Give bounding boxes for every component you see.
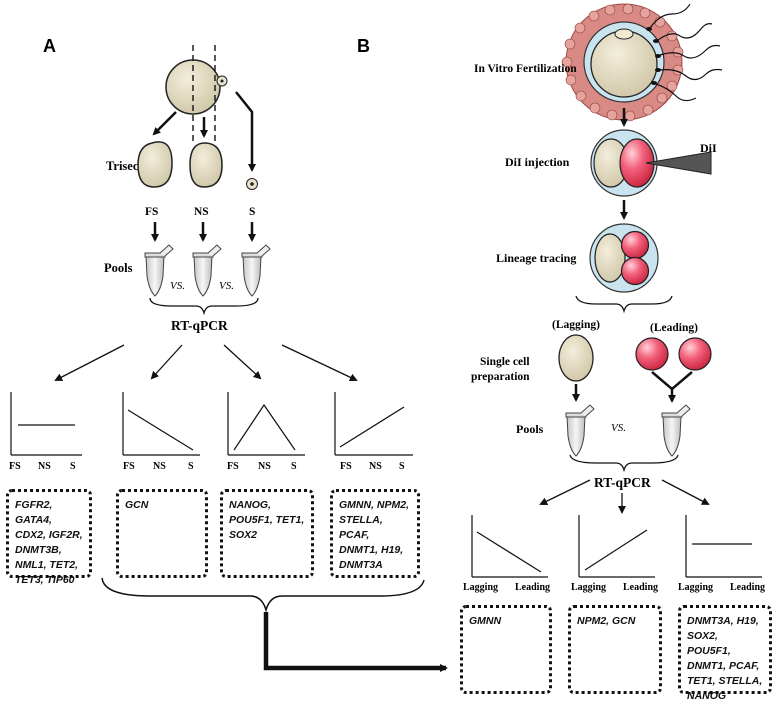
tick-a3-s: S [291, 461, 297, 472]
gene-list-a-flat: FGFR2, GATA4, CDX2, IGF2R, DNMT3B, NML1,… [15, 499, 83, 586]
pools-label-a: Pools [104, 261, 133, 275]
gene-list-b-decreasing: GMNN [469, 615, 502, 627]
tube-s [241, 244, 271, 297]
gene-list-a-peak: NANOG, POU5F1, TET1, SOX2 [229, 499, 305, 541]
rtqpcr-arrows-b [539, 479, 710, 514]
connector-arrow [263, 612, 448, 672]
tick-b2-lagging: Lagging [571, 582, 606, 593]
rtqpcr-arrows-a [54, 344, 358, 382]
panel-b-letter: B [357, 36, 370, 56]
gene-list-b-increasing: NPM2, GCN [577, 615, 636, 627]
brace-b-top [575, 295, 673, 314]
lineage-tracing-label: Lineage tracing [496, 251, 576, 265]
ivf-oocyte [561, 3, 723, 122]
graph-a-peak [227, 392, 305, 456]
leading-label: (Leading) [650, 322, 698, 334]
graph-b-flat [685, 515, 762, 578]
vs-label-b: VS. [611, 422, 626, 434]
tick-b3-lagging: Lagging [678, 582, 713, 593]
brace-b [569, 454, 679, 473]
fraction-label-fs: FS [145, 206, 158, 218]
fraction-label-s: S [249, 206, 255, 218]
gene-box-a-flat: FGFR2, GATA4, CDX2, IGF2R, DNMT3B, NML1,… [6, 489, 92, 586]
vs-label-a1: VS. [170, 280, 185, 292]
connector-brace [101, 577, 425, 613]
dil-label: DiI [700, 141, 717, 155]
fragment-ns [189, 142, 223, 188]
tick-a3-fs: FS [227, 461, 239, 472]
tick-a4-s: S [399, 461, 405, 472]
tick-b1-leading: Leading [515, 582, 550, 593]
tick-a2-s: S [188, 461, 194, 472]
pool-arrows-b [572, 371, 693, 403]
gene-box-a-decreasing: GCN [116, 489, 208, 578]
tube-fs [144, 244, 174, 297]
tick-a1-s: S [70, 461, 76, 472]
tick-b2-leading: Leading [623, 582, 658, 593]
single-cell-label-1: Single cell [480, 356, 530, 368]
graph-a-increasing [334, 392, 413, 456]
tick-a2-fs: FS [123, 461, 135, 472]
pool-arrows-a [151, 222, 256, 242]
fragment-s [246, 178, 258, 190]
dil-injection-embryo [590, 129, 712, 197]
graph-a-flat [10, 392, 82, 456]
panel-a-letter: A [43, 36, 56, 56]
gene-list-a-decreasing: GCN [125, 499, 149, 511]
tick-a4-ns: NS [369, 461, 382, 472]
tick-a1-fs: FS [9, 461, 21, 472]
lagging-cell [558, 334, 594, 382]
single-cell-label-2: preparation [471, 371, 530, 383]
leading-cell-1 [635, 337, 669, 371]
trisection-arrows [152, 91, 256, 172]
brace-a [149, 297, 259, 316]
gene-box-b-flat: DNMT3A, H19, SOX2, POU5F1, DNMT1, PCAF, … [678, 605, 772, 702]
dil-injection-label: DiI injection [505, 155, 570, 169]
tick-b1-lagging: Lagging [463, 582, 498, 593]
ivf-label: In Vitro Fertilization [474, 63, 577, 75]
tube-leading [661, 404, 691, 457]
rtqpcr-label-b: RT-qPCR [594, 475, 651, 490]
lineage-tracing-embryo [589, 223, 659, 293]
fragment-fs [137, 141, 173, 188]
pools-label-b: Pools [516, 422, 544, 436]
gene-box-b-decreasing: GMNN [460, 605, 552, 694]
gene-box-a-peak: NANOG, POU5F1, TET1, SOX2 [220, 489, 314, 578]
gene-list-b-flat: DNMT3A, H19, SOX2, POU5F1, DNMT1, PCAF, … [687, 615, 763, 702]
gene-box-b-increasing: NPM2, GCN [568, 605, 662, 694]
graph-a-decreasing [122, 392, 200, 456]
graph-b-increasing [578, 515, 655, 578]
lagging-label: (Lagging) [552, 319, 600, 331]
tick-a2-ns: NS [153, 461, 166, 472]
oocyte [165, 45, 228, 145]
fraction-label-ns: NS [194, 206, 209, 218]
leading-cell-2 [678, 337, 712, 371]
tick-a1-ns: NS [38, 461, 51, 472]
gene-box-a-increasing: GMNN, NPM2, STELLA, PCAF, DNMT1, H19, DN… [330, 489, 420, 578]
tube-lagging [565, 404, 595, 457]
rtqpcr-label-a: RT-qPCR [171, 318, 228, 333]
tick-a3-ns: NS [258, 461, 271, 472]
tube-ns [192, 244, 222, 297]
tick-a4-fs: FS [340, 461, 352, 472]
graph-b-decreasing [471, 515, 548, 578]
vs-label-a2: VS. [219, 280, 234, 292]
tick-b3-leading: Leading [730, 582, 765, 593]
gene-list-a-increasing: GMNN, NPM2, STELLA, PCAF, DNMT1, H19, DN… [339, 499, 410, 571]
